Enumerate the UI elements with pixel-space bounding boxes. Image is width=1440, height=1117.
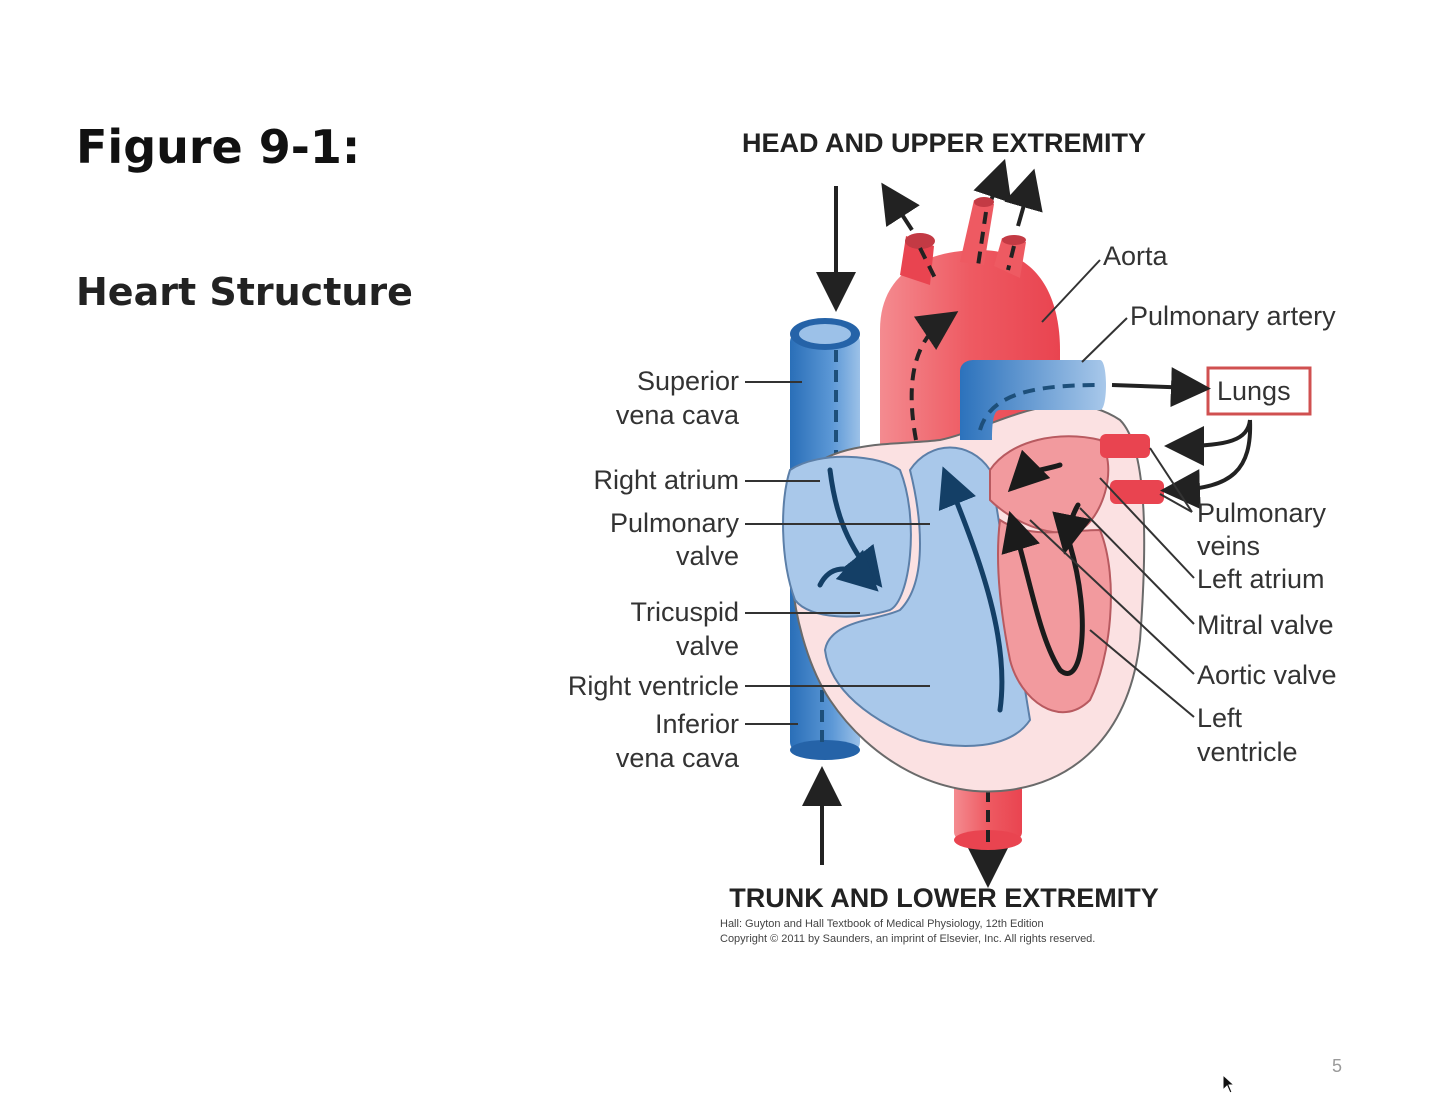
- svg-text:Pulmonary: Pulmonary: [610, 508, 740, 538]
- svg-text:Pulmonary: Pulmonary: [1197, 498, 1327, 528]
- svg-text:Pulmonary artery: Pulmonary artery: [1130, 301, 1336, 331]
- credit-line-1: Hall: Guyton and Hall Textbook of Medica…: [720, 918, 1044, 930]
- credit-line-2: Copyright © 2011 by Saunders, an imprint…: [720, 933, 1095, 945]
- pulmonary-veins-vessel: [1100, 434, 1164, 504]
- slide-subtitle: Heart Structure: [76, 270, 413, 314]
- label-left-ventricle: Left ventricle: [1089, 629, 1298, 767]
- svg-text:Right ventricle: Right ventricle: [568, 671, 739, 701]
- bottom-caption: TRUNK AND LOWER EXTREMITY: [729, 883, 1158, 913]
- svg-text:Left atrium: Left atrium: [1197, 564, 1325, 594]
- svg-text:Inferior: Inferior: [655, 709, 739, 739]
- svg-text:vena cava: vena cava: [616, 743, 740, 773]
- lungs-to-pv-arrow-1: [1164, 419, 1252, 466]
- pa-to-lungs-arrow: [1111, 367, 1211, 408]
- left-chambers: [989, 435, 1112, 714]
- svg-text:ventricle: ventricle: [1197, 737, 1298, 767]
- label-pulmonary-valve: Pulmonary valve: [610, 508, 930, 571]
- label-inferior-vena-cava: Inferior vena cava: [616, 709, 798, 773]
- pulmonary-artery-vessel: [960, 360, 1106, 440]
- label-superior-vena-cava: Superior vena cava: [616, 366, 802, 430]
- label-left-atrium: Left atrium: [1099, 477, 1325, 594]
- svg-text:Mitral valve: Mitral valve: [1197, 610, 1334, 640]
- label-aorta: Aorta: [1041, 241, 1169, 323]
- label-tricuspid-valve: Tricuspid valve: [630, 597, 860, 661]
- arch-outflow-arrow-3: [1004, 168, 1043, 227]
- slide-title: Figure 9-1:: [76, 120, 361, 174]
- label-right-atrium: Right atrium: [593, 465, 820, 495]
- svg-text:vena cava: vena cava: [616, 400, 740, 430]
- svg-text:valve: valve: [676, 631, 739, 661]
- svg-text:veins: veins: [1197, 531, 1260, 561]
- svg-text:Right atrium: Right atrium: [593, 465, 739, 495]
- svg-text:Superior: Superior: [637, 366, 739, 396]
- svg-text:Tricuspid: Tricuspid: [630, 597, 739, 627]
- top-caption: HEAD AND UPPER EXTREMITY: [742, 128, 1146, 158]
- svg-text:Aorta: Aorta: [1103, 241, 1169, 271]
- page-number: 5: [1332, 1056, 1343, 1076]
- right-chambers: [782, 446, 1032, 747]
- lungs-box: [1206, 366, 1312, 416]
- svg-text:Aortic valve: Aortic valve: [1197, 660, 1337, 690]
- label-aortic-valve: Aortic valve: [1029, 519, 1337, 690]
- label-pulmonary-veins: Pulmonary veins: [1149, 447, 1327, 561]
- label-pulmonary-artery: Pulmonary artery: [1081, 301, 1336, 363]
- lungs-to-pv-arrow-2: [1160, 419, 1253, 510]
- label-right-ventricle: Right ventricle: [568, 671, 930, 701]
- mouse-pointer-icon: [1222, 1074, 1236, 1094]
- arch-outflow-arrow-1: [881, 182, 920, 232]
- label-mitral-valve: Mitral valve: [1079, 507, 1334, 640]
- svg-text:Left: Left: [1197, 703, 1243, 733]
- svg-text:valve: valve: [676, 541, 739, 571]
- lungs-label: Lungs: [1217, 376, 1291, 406]
